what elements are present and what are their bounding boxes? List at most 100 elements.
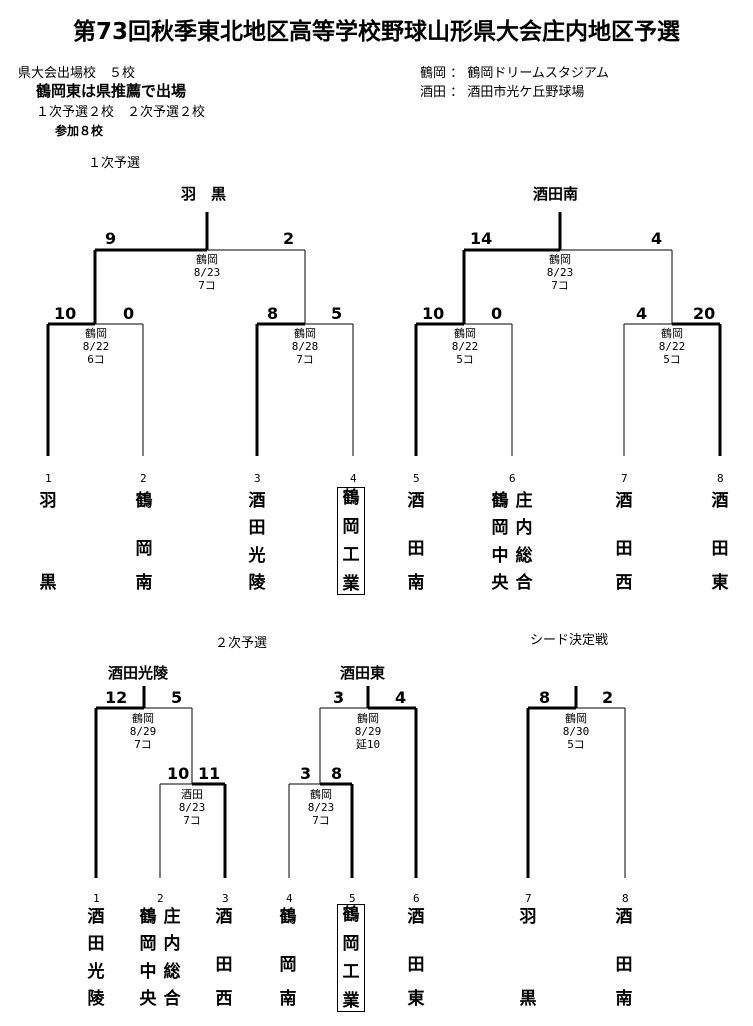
team-char: 陵 (248, 572, 266, 593)
r1a-final-right-score: 2 (283, 229, 295, 248)
venue-name: 鶴岡ドリームスタジアム (467, 66, 610, 81)
r1-team-4: 鶴 岡 工 業 (337, 487, 365, 595)
team-char: 田 (711, 539, 729, 559)
team-char: 庄 (515, 491, 533, 511)
r1-team-1: 羽 黒 (37, 491, 59, 593)
team-char: 酒 (215, 907, 233, 927)
r1-team-7: 酒 田 西 (613, 491, 635, 593)
game-innings: 7コ (183, 814, 201, 827)
r1-team-8: 酒 田 東 (709, 491, 731, 593)
team-char: 酒 (407, 907, 425, 927)
game-venue: 鶴岡 (357, 712, 379, 725)
team-char: 南 (407, 573, 425, 593)
team-char: 岡 (342, 516, 360, 537)
r1-seed-3: 3 (254, 472, 261, 485)
game-venue: 鶴岡 (661, 327, 683, 340)
seed-game-info: 鶴岡 8/30 5コ (541, 712, 611, 751)
team-char: 東 (407, 989, 425, 1009)
r2-seed-2: 2 (157, 892, 164, 905)
team-char: 西 (615, 573, 633, 593)
r2-team-1: 酒 田 光 陵 (85, 907, 107, 1009)
r1a-g1-right-score: 0 (123, 304, 135, 323)
team-char: 岡 (342, 933, 360, 954)
team-char: 庄 (163, 907, 181, 927)
recommendation-note: 鶴岡東は県推薦で出場 (36, 82, 187, 100)
team-char: 央 (491, 572, 509, 593)
team-char: 鶴 (279, 907, 297, 927)
team-char: 黒 (39, 572, 57, 593)
r2-seed-5: 5 (349, 892, 356, 905)
r1b-g2-left-score: 4 (636, 304, 648, 323)
seed-game-seed-7: 7 (525, 892, 532, 905)
r1-seed-1: 1 (45, 472, 52, 485)
r1-seed-8: 8 (717, 472, 724, 485)
r1b-g2-right-score: 20 (693, 304, 716, 323)
r2-team-3: 酒 田 西 (213, 907, 235, 1009)
team-char: 羽 (519, 907, 537, 927)
page-title: 第73回秋季東北地区高等学校野球山形県大会庄内地区予選 (72, 19, 680, 45)
game-date: 8/23 (546, 266, 574, 279)
game-date: 8/23 (193, 266, 221, 279)
r1b-final-right-score: 4 (651, 229, 663, 248)
r2a-semi-info: 酒田 8/23 7コ (157, 788, 227, 827)
r2b-semi-info: 鶴岡 8/23 7コ (286, 788, 356, 827)
game-venue: 鶴岡 (454, 327, 476, 340)
team-char: 光 (87, 961, 105, 982)
team-char: 総 (515, 545, 533, 566)
venue-abbr: 酒田 (420, 85, 447, 100)
r1-seed-4: 4 (350, 472, 357, 485)
r1b-g1-right-score: 0 (491, 304, 503, 323)
game-innings: 5コ (663, 353, 681, 366)
seed-game-label: シード決定戦 (530, 633, 609, 648)
team-char: 田 (407, 539, 425, 559)
team-char: 酒 (615, 907, 633, 927)
game-date: 8/29 (354, 725, 382, 738)
game-date: 8/30 (562, 725, 590, 738)
r1b-g1-left-score: 10 (422, 304, 445, 323)
venue-tsuruoka: 鶴岡 ： 鶴岡ドリームスタジアム (420, 62, 609, 81)
team-char: 鶴 (491, 491, 509, 511)
r1b-g2-info: 鶴岡 8/22 5コ (637, 327, 707, 366)
game-venue: 鶴岡 (85, 327, 107, 340)
team-char: 酒 (87, 907, 105, 927)
team-char: 工 (342, 545, 360, 566)
r2b-final-right-score: 4 (395, 688, 407, 707)
r2b-winner: 酒田東 (340, 664, 386, 682)
r1a-final-left-score: 9 (105, 229, 117, 248)
game-innings: 7コ (551, 279, 569, 292)
r1-team-3: 酒 田 光 陵 (246, 491, 268, 593)
game-date: 8/22 (82, 340, 110, 353)
game-venue: 鶴岡 (132, 712, 154, 725)
seed-team-8: 酒 田 南 (613, 907, 635, 1009)
game-innings: 5コ (456, 353, 474, 366)
game-date: 8/22 (451, 340, 479, 353)
team-char: 鶴 (342, 905, 360, 925)
game-date: 8/22 (658, 340, 686, 353)
game-innings: 7コ (312, 814, 330, 827)
venue-abbr: 鶴岡 (420, 66, 447, 81)
game-innings: 6コ (87, 353, 105, 366)
team-char: 岡 (135, 539, 153, 559)
r1-seed-2: 2 (140, 472, 147, 485)
r1a-g1-left-score: 10 (54, 304, 77, 323)
team-char: 田 (615, 539, 633, 559)
r1-team-2: 鶴 岡 南 (133, 491, 155, 593)
team-char: 東 (711, 573, 729, 593)
team-char: 光 (248, 545, 266, 566)
team-char: 工 (342, 962, 360, 983)
team-char: 田 (215, 955, 233, 975)
team-char: 南 (615, 989, 633, 1009)
r1a-g2-info: 鶴岡 8/28 7コ (270, 327, 340, 366)
team-char: 合 (515, 572, 533, 593)
team-char: 南 (279, 989, 297, 1009)
team-char: 田 (87, 934, 105, 955)
r1b-final-left-score: 14 (470, 229, 493, 248)
r2b-final-left-score: 3 (333, 688, 345, 707)
r1a-g2-right-score: 5 (331, 304, 343, 323)
r1a-final-info: 鶴岡 8/23 7コ (172, 253, 242, 292)
r2a-final-left-score: 12 (105, 688, 128, 707)
game-date: 8/23 (178, 801, 206, 814)
r1-team-5: 酒 田 南 (405, 491, 427, 593)
r2-team-4: 鶴 岡 南 (277, 907, 299, 1009)
team-char: 中 (491, 545, 509, 566)
